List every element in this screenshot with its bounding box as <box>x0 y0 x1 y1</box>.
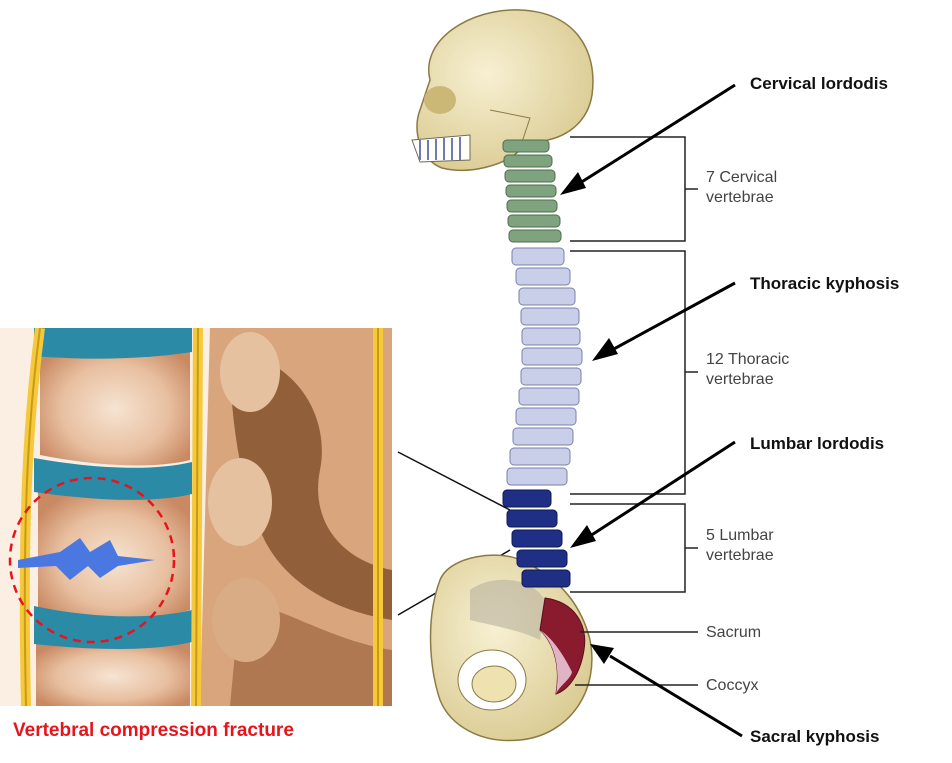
lumbar-region-label: 5 Lumbar vertebrae <box>706 526 774 566</box>
cervical-region-label: 7 Cervical vertebrae <box>706 168 777 208</box>
lumbar-count: 5 Lumbar <box>706 526 774 546</box>
cervical-count: 7 Cervical <box>706 168 777 188</box>
thoracic-kyphosis-label: Thoracic kyphosis <box>750 274 899 294</box>
sacral-kyphosis-label: Sacral kyphosis <box>750 727 879 747</box>
cervical-word: vertebrae <box>706 188 777 208</box>
region-brackets <box>570 137 698 685</box>
lumbar-lordosis-label: Lumbar lordodis <box>750 434 884 454</box>
thoracic-vertebrae <box>507 248 582 485</box>
fracture-illustration <box>0 328 392 706</box>
thoracic-word: vertebrae <box>706 370 789 390</box>
sacrum-label: Sacrum <box>706 623 761 643</box>
cervical-vertebrae <box>503 140 561 242</box>
coccyx-label: Coccyx <box>706 676 758 696</box>
fracture-caption: Vertebral compression fracture <box>13 720 294 742</box>
lumbar-word: vertebrae <box>706 546 774 566</box>
thoracic-count: 12 Thoracic <box>706 350 789 370</box>
thoracic-region-label: 12 Thoracic vertebrae <box>706 350 789 390</box>
cervical-lordosis-label: Cervical lordodis <box>750 74 888 94</box>
